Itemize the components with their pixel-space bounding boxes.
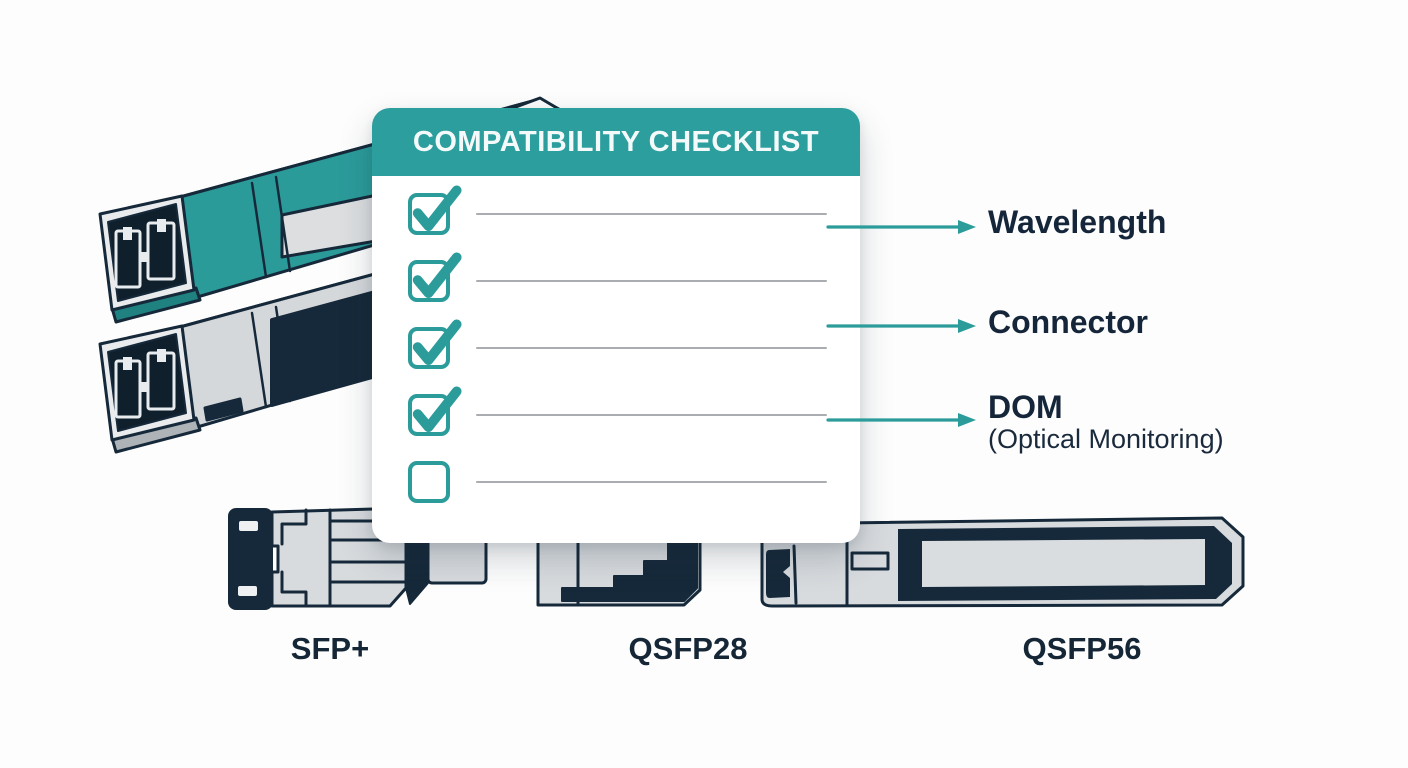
annotation-dom: DOM (Optical Monitoring): [988, 389, 1224, 454]
checkbox[interactable]: [408, 318, 462, 369]
annotation-label: Connector: [988, 304, 1148, 340]
checkmark-icon: [412, 251, 462, 298]
card-header: COMPATIBILITY CHECKLIST: [372, 108, 860, 176]
checkmark-icon: [412, 318, 462, 365]
checkbox[interactable]: [408, 184, 462, 235]
checklist-row: [408, 448, 827, 515]
annotation-label: DOM: [988, 389, 1063, 425]
checkbox[interactable]: [408, 460, 450, 503]
checkbox[interactable]: [408, 385, 462, 436]
compatibility-card: COMPATIBILITY CHECKLIST: [372, 108, 860, 543]
checklist: [372, 176, 860, 515]
checklist-line: [476, 212, 827, 215]
checklist-line: [476, 346, 827, 349]
checklist-line: [476, 480, 827, 483]
module-label-sfp-plus: SFP+: [290, 631, 370, 666]
checklist-line: [476, 279, 827, 282]
checkmark-icon: [412, 385, 462, 432]
card-title: COMPATIBILITY CHECKLIST: [412, 125, 820, 158]
checkmark-icon: [412, 184, 462, 231]
checklist-row: [408, 247, 827, 314]
module-label-qsfp28: QSFP28: [628, 631, 748, 666]
checklist-line: [476, 413, 827, 416]
checkbox[interactable]: [408, 251, 462, 302]
annotation-wavelength: Wavelength: [988, 204, 1167, 240]
checklist-row: [408, 180, 827, 247]
annotation-connector: Connector: [988, 304, 1148, 340]
checklist-row: [408, 381, 827, 448]
annotation-sublabel: (Optical Monitoring): [988, 423, 1224, 454]
checklist-row: [408, 314, 827, 381]
annotation-label: Wavelength: [988, 204, 1167, 240]
qsfp56-module-illustration: [760, 516, 1245, 608]
module-label-qsfp56: QSFP56: [1022, 631, 1142, 666]
